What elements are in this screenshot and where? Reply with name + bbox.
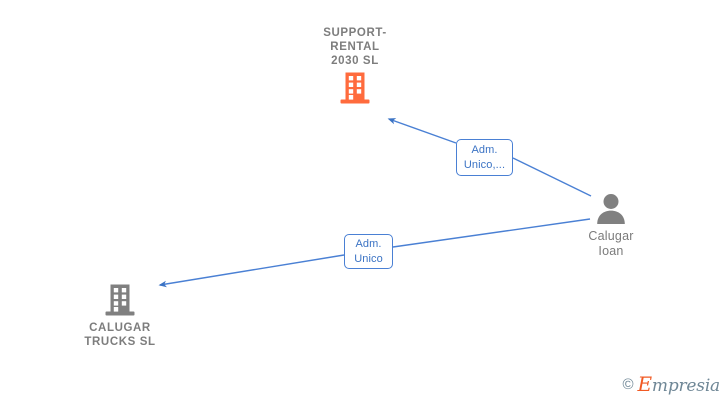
node-label-calugar-trucks: CALUGAR TRUCKS SL bbox=[84, 322, 156, 348]
person-icon bbox=[594, 193, 628, 225]
building-icon bbox=[105, 283, 135, 317]
empresia-watermark: © Empresia bbox=[622, 374, 720, 395]
edge-label-adm-unico-calugar-trucks[interactable]: Adm. Unico bbox=[344, 234, 393, 269]
edge-label-adm-unico-support-rental[interactable]: Adm. Unico,... bbox=[456, 139, 513, 176]
brand-initial: E bbox=[637, 372, 653, 396]
node-calugar-ioan[interactable]: Calugar Ioan bbox=[531, 193, 691, 259]
node-label-calugar-ioan: Calugar Ioan bbox=[588, 229, 634, 258]
edge-ioan-to-support-rental[interactable] bbox=[387, 118, 592, 197]
brand-wordmark: Empresia bbox=[638, 374, 721, 395]
edge-ioan-to-calugar-trucks[interactable] bbox=[158, 218, 591, 288]
edge-segment-left-with-arrow bbox=[158, 254, 345, 288]
node-support-rental-2030-sl[interactable]: SUPPORT- RENTAL 2030 SL bbox=[275, 26, 435, 105]
edge-segment-left-with-arrow bbox=[387, 118, 457, 144]
copyright-icon: © bbox=[622, 376, 634, 393]
edge-segment-right bbox=[512, 157, 592, 197]
node-label-support-rental: SUPPORT- RENTAL 2030 SL bbox=[323, 27, 387, 67]
edge-segment-right bbox=[392, 218, 591, 248]
node-calugar-trucks-sl[interactable]: CALUGAR TRUCKS SL bbox=[40, 283, 200, 349]
brand-rest: mpresia bbox=[651, 376, 720, 396]
building-icon bbox=[340, 71, 370, 105]
